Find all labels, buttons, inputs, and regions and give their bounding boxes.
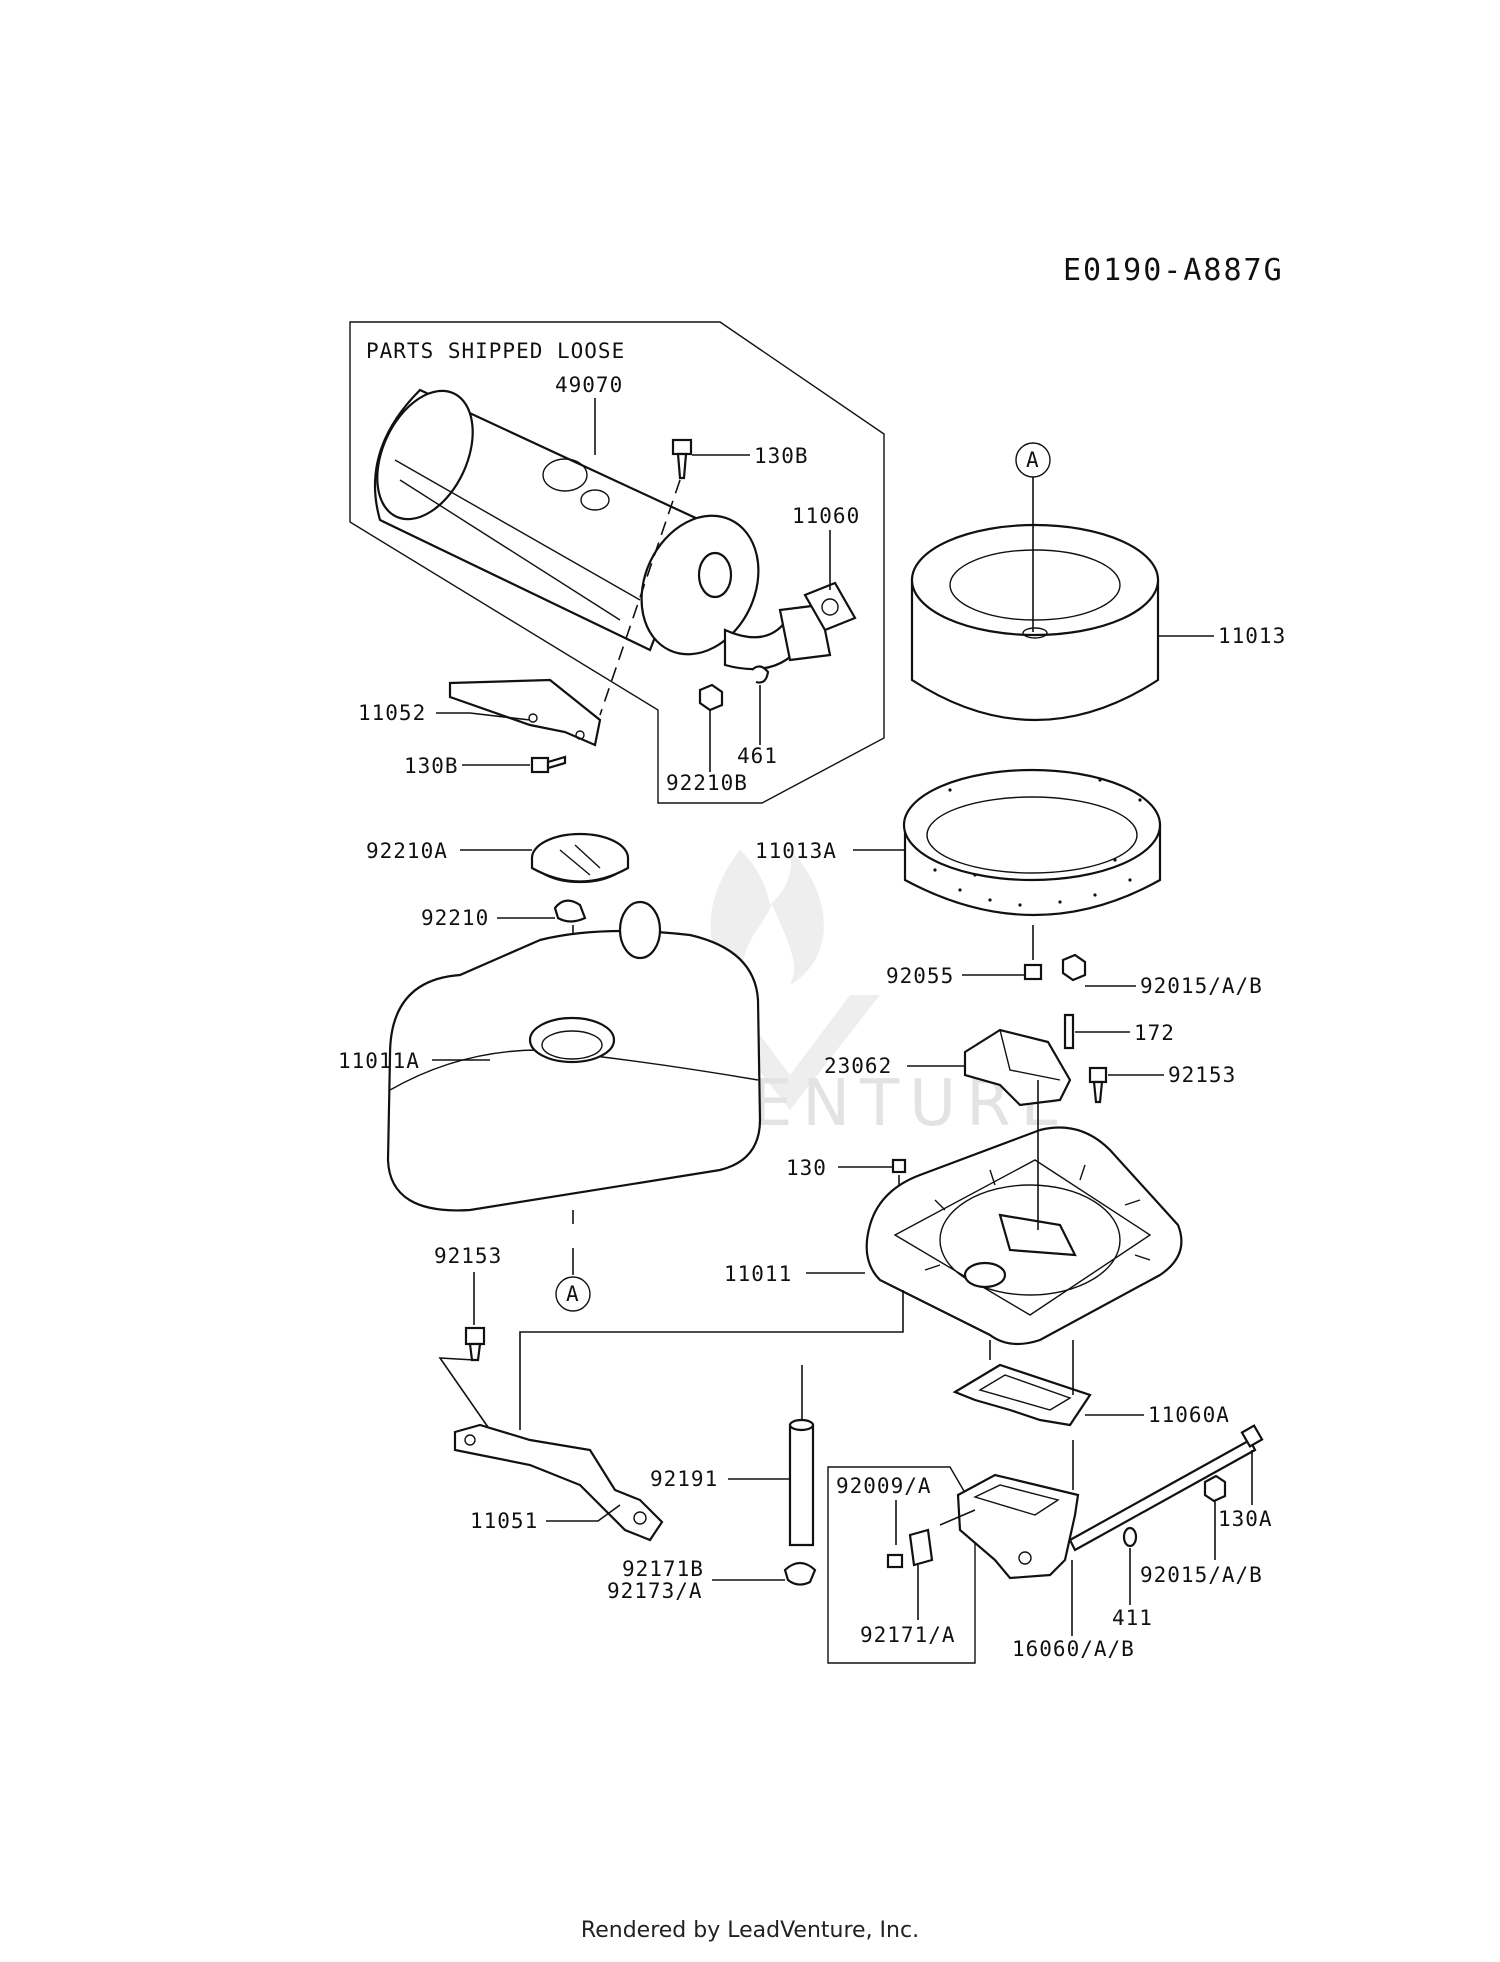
label-92210: 92210: [421, 906, 489, 930]
stud-172: [1063, 1013, 1075, 1050]
label-92055: 92055: [886, 964, 954, 988]
label-92015-top: 92015/A/B: [1140, 974, 1263, 998]
callout-a-top-label: A: [1026, 448, 1040, 472]
air-cleaner-base: [865, 1126, 1183, 1346]
label-11051: 11051: [470, 1509, 538, 1533]
label-16060: 16060/A/B: [1012, 1637, 1135, 1661]
clip-92210: [553, 899, 587, 923]
label-92153-right: 92153: [1168, 1063, 1236, 1087]
bolt-130: [891, 1158, 907, 1174]
label-11013a: 11013A: [755, 839, 837, 863]
nut-92015-top: [1061, 953, 1087, 982]
nut-92015-bottom: [1203, 1474, 1227, 1503]
label-130: 130: [786, 1156, 827, 1180]
label-130a: 130A: [1218, 1507, 1273, 1531]
label-172: 172: [1134, 1021, 1175, 1045]
pre-cleaner-foam: [902, 768, 1162, 916]
label-11060a: 11060A: [1148, 1403, 1230, 1427]
label-130b-top: 130B: [754, 444, 809, 468]
gasket-11060: [803, 581, 857, 632]
label-92153-left: 92153: [434, 1244, 502, 1268]
label-92009: 92009/A: [836, 1474, 932, 1498]
fuel-tank: [386, 900, 762, 1212]
bolt-130b-top: [671, 438, 693, 480]
bolt-130b-bottom: [530, 755, 567, 774]
carburetor: [956, 1473, 1080, 1580]
breather-tube-92191: [788, 1418, 815, 1547]
label-92171: 92171/A: [860, 1623, 956, 1647]
parts-shipped-loose-box: [349, 321, 885, 804]
label-92173: 92173/A: [607, 1579, 703, 1603]
muffler: [373, 388, 832, 671]
label-411: 411: [1112, 1606, 1153, 1630]
spacer-92055: [1023, 963, 1043, 981]
clamp-92171b: [783, 1561, 817, 1586]
nut-92210b: [698, 683, 724, 712]
label-92210a: 92210A: [366, 839, 448, 863]
gasket-11060a: [952, 1363, 1092, 1427]
label-11052: 11052: [358, 701, 426, 725]
washer-461: [751, 665, 770, 684]
label-11011: 11011: [724, 1262, 792, 1286]
bracket-23062: [963, 1028, 1072, 1107]
bolt-130a: [1068, 1424, 1264, 1552]
label-11011a: 11011A: [338, 1049, 420, 1073]
callout-a-bottom: [555, 1276, 591, 1312]
air-cleaner-element: [910, 523, 1160, 721]
screw-92009: [886, 1553, 904, 1569]
callout-a-bottom-label: A: [566, 1282, 580, 1306]
plate-92171: [908, 1528, 934, 1567]
label-11013: 11013: [1218, 624, 1286, 648]
footer-credit: Rendered by LeadVenture, Inc.: [580, 1918, 920, 1943]
diagram-code: E0190-A887G: [1063, 253, 1284, 288]
label-130b-bottom: 130B: [404, 754, 459, 778]
label-11060: 11060: [792, 504, 860, 528]
label-49070: 49070: [555, 373, 623, 397]
label-92210b: 92210B: [666, 771, 748, 795]
label-92191: 92191: [650, 1467, 718, 1491]
group-title: PARTS SHIPPED LOOSE: [366, 339, 625, 363]
carburetor-sub-box: [827, 1466, 976, 1664]
fuel-cap: [530, 832, 630, 884]
washer-411: [1122, 1526, 1138, 1548]
label-461: 461: [737, 744, 778, 768]
bolt-92153-left: [464, 1326, 486, 1362]
label-92171b: 92171B: [622, 1557, 704, 1581]
bolt-92153-right: [1088, 1066, 1108, 1104]
label-92015-bottom: 92015/A/B: [1140, 1563, 1263, 1587]
label-23062: 23062: [824, 1054, 892, 1078]
